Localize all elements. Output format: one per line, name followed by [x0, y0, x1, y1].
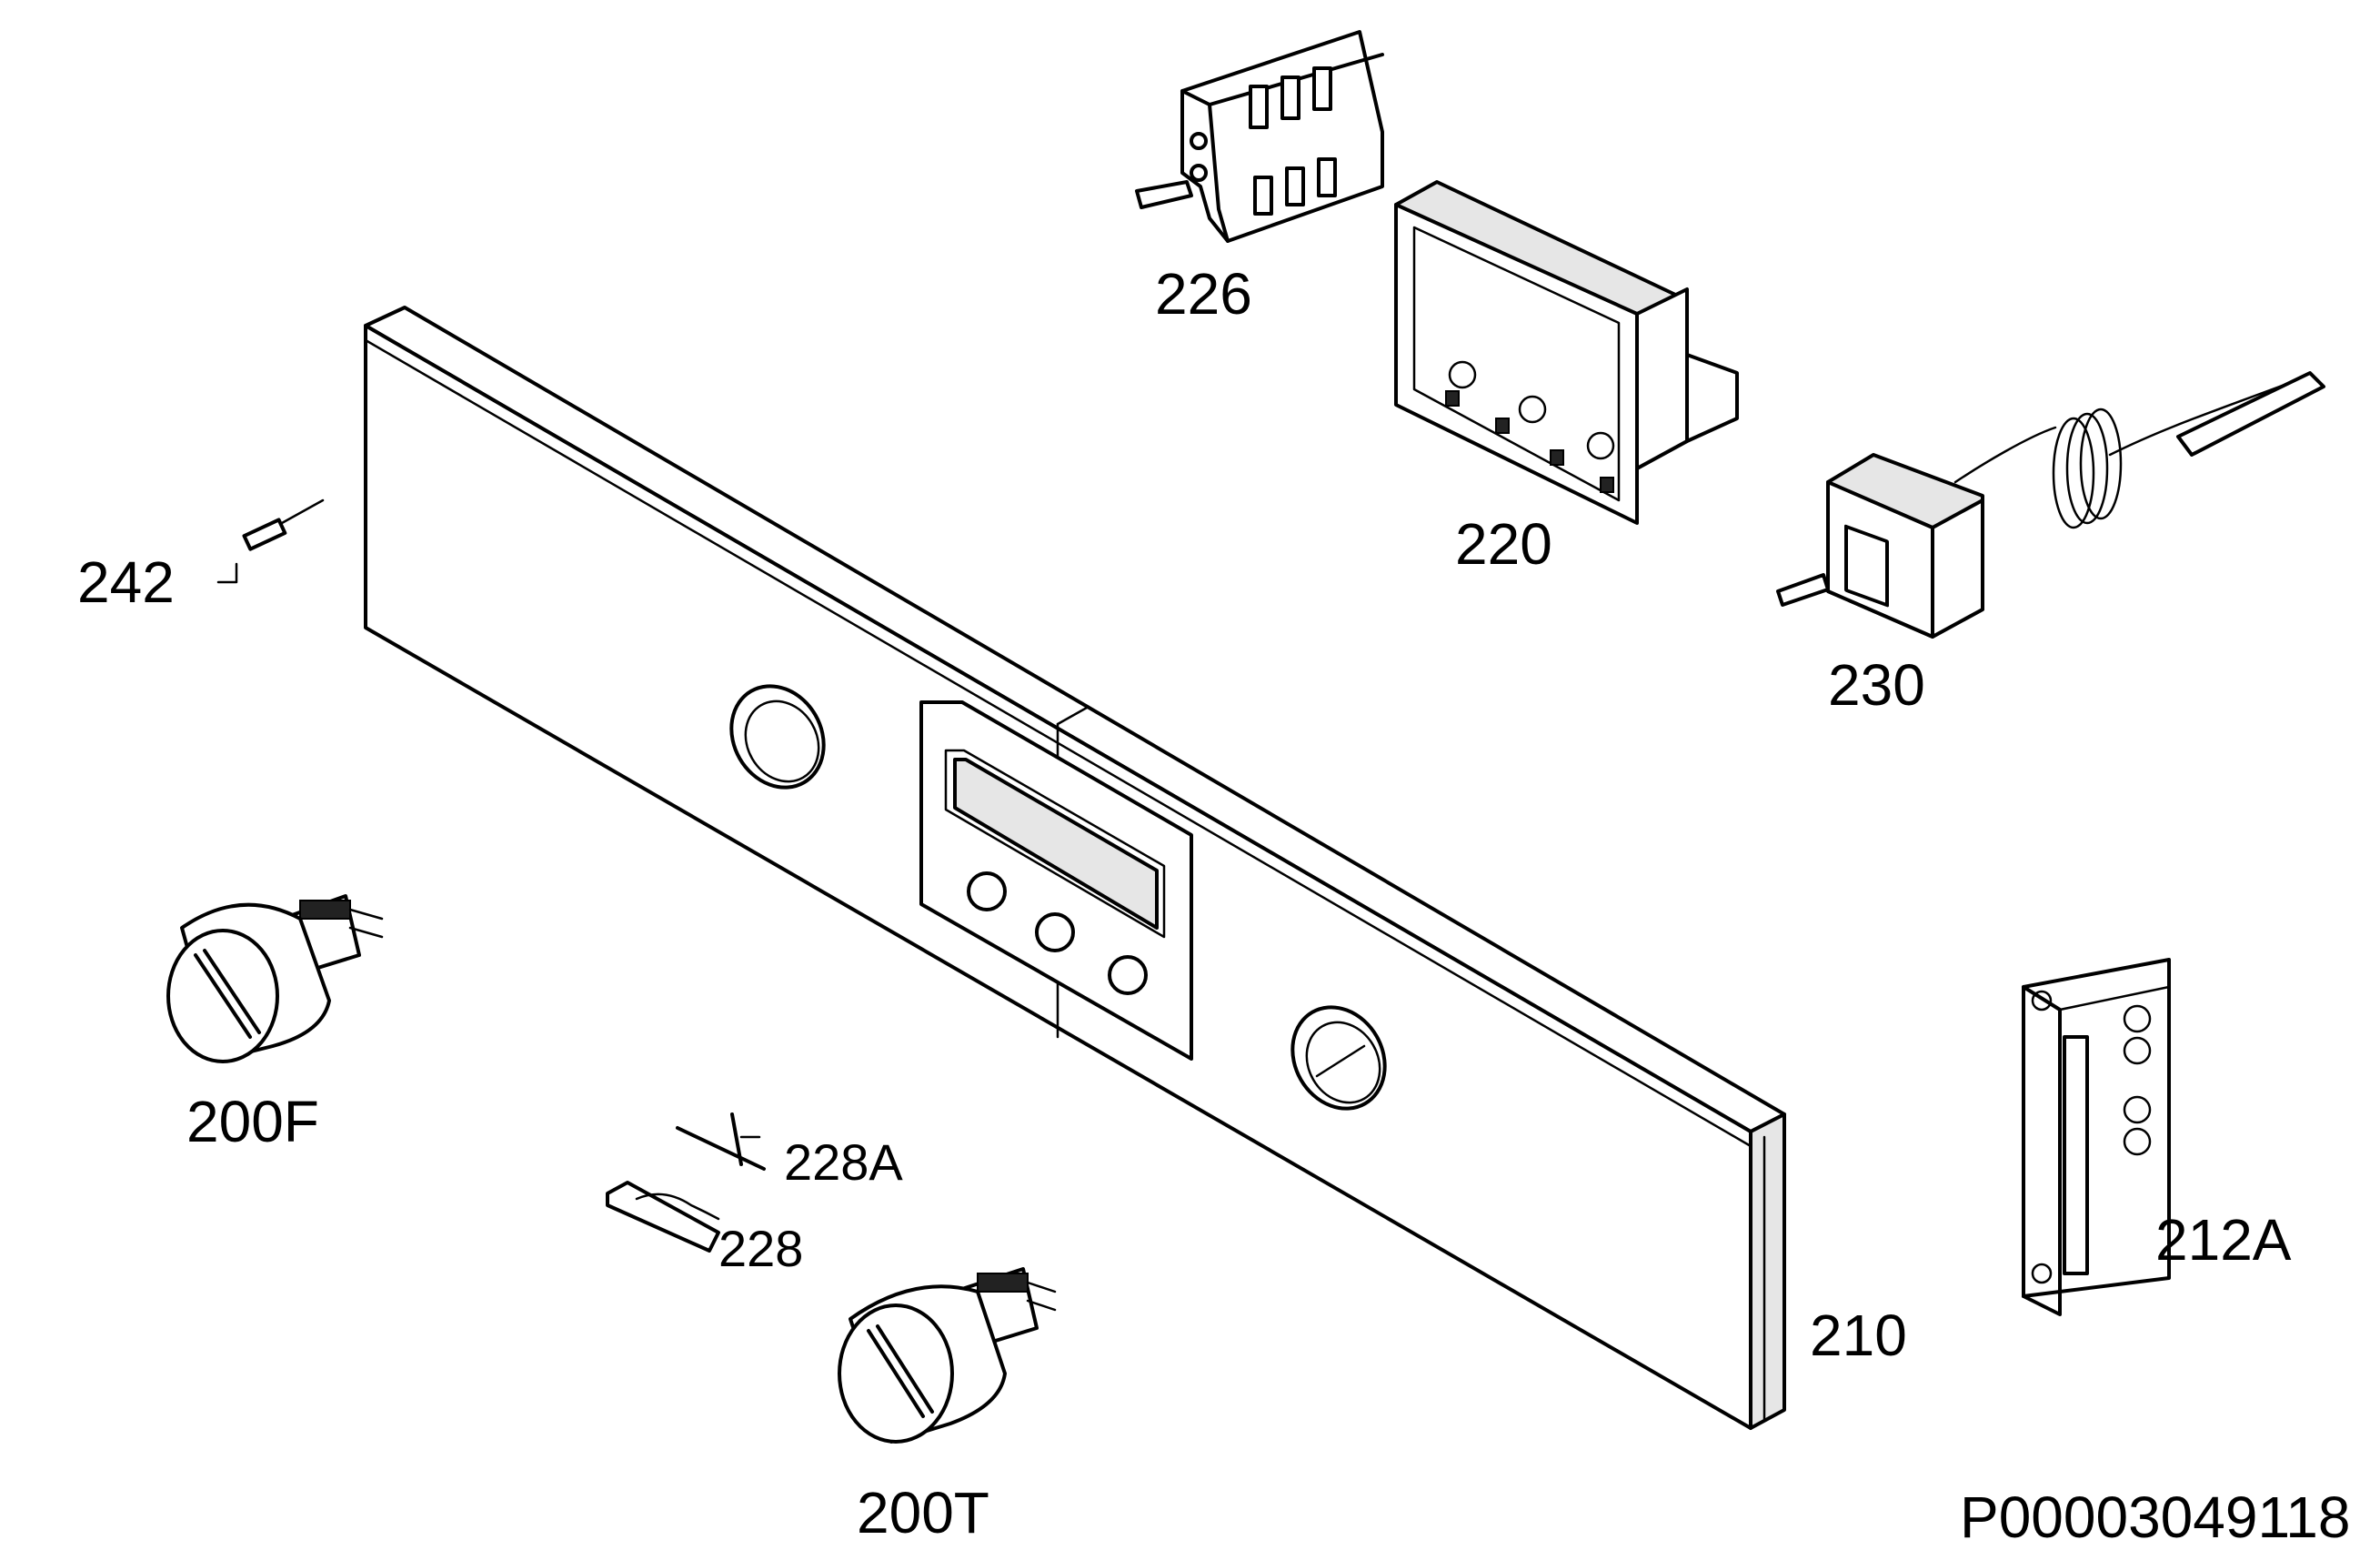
label-228A: 228A [784, 1133, 903, 1191]
part-220-display-module [1394, 180, 1739, 525]
part-228A-rod [676, 1112, 766, 1171]
label-220: 220 [1455, 511, 1552, 577]
label-226: 226 [1155, 261, 1252, 327]
label-210: 210 [1810, 1303, 1907, 1368]
panel-knob-hole-left [729, 684, 826, 790]
drawing-code: P00003049118 [1960, 1485, 2350, 1550]
part-212A-bracket [2022, 958, 2171, 1316]
label-230: 230 [1828, 652, 1925, 718]
label-242: 242 [77, 549, 175, 615]
label-228: 228 [718, 1220, 803, 1277]
part-200T-knob [838, 1267, 1057, 1444]
panel-knob-hole-right [1290, 1005, 1387, 1111]
label-212A: 212A [2155, 1207, 2292, 1273]
panel-display-window [919, 700, 1193, 1061]
part-226-switch [1135, 30, 1384, 243]
label-200T: 200T [857, 1480, 989, 1545]
part-230-thermostat [1776, 371, 2325, 639]
part-210-control-panel [364, 306, 1786, 1430]
part-242-pin [216, 498, 325, 584]
part-228-clip [606, 1181, 720, 1253]
label-200F: 200F [186, 1089, 319, 1154]
part-200F-knob [166, 894, 384, 1063]
